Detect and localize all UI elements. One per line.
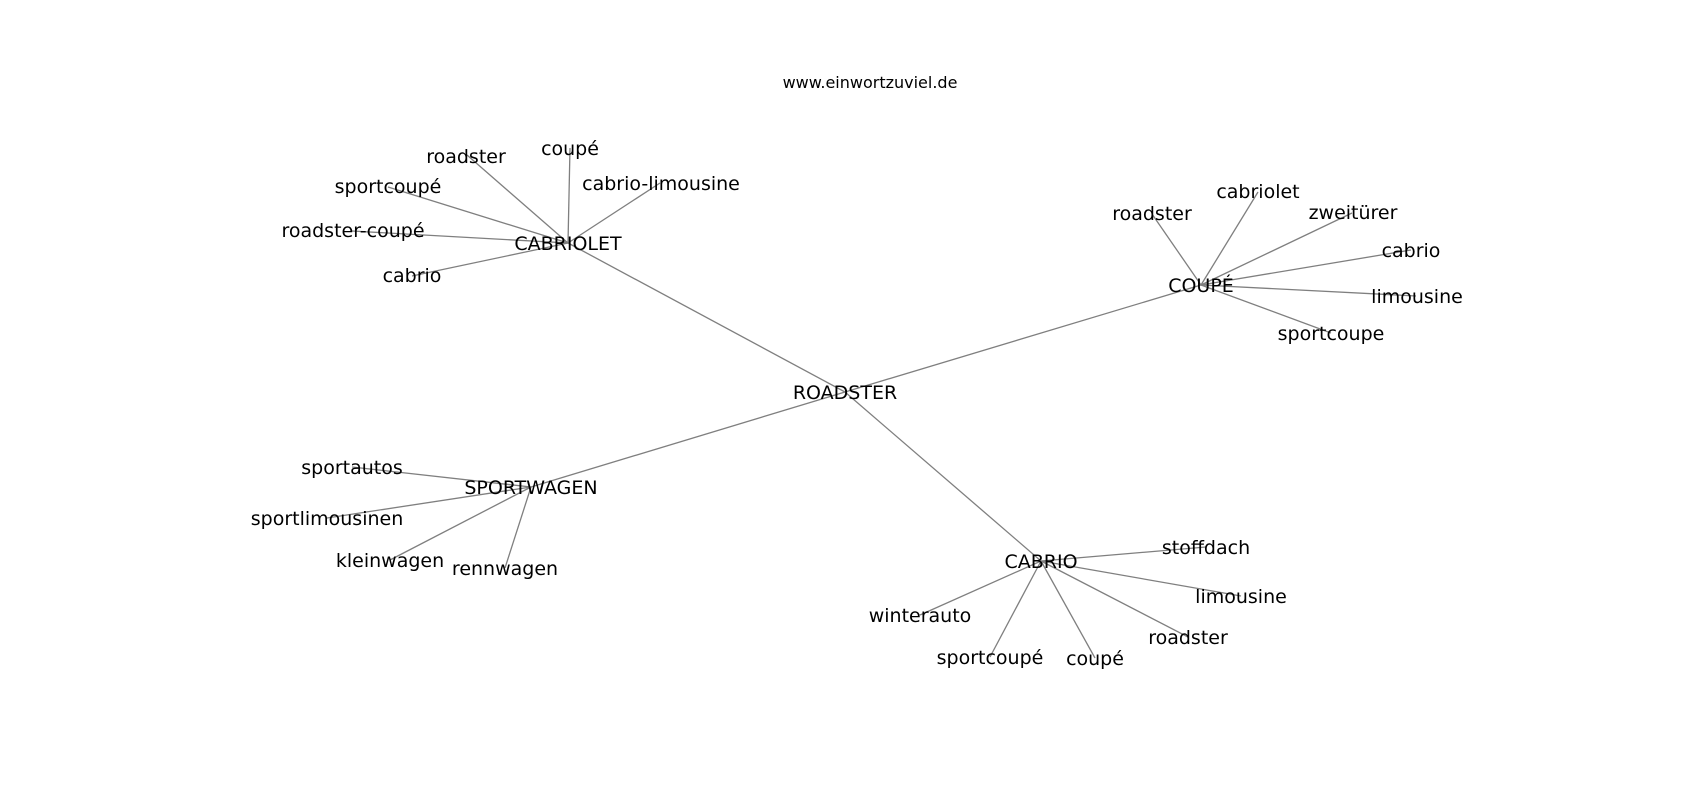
leaf-node-cabriolet-cabrio-limousine: cabrio-limousine (582, 173, 740, 195)
edge-center-sportwagen (530, 391, 846, 488)
leaf-node-cabriolet-coupe: coupé (541, 138, 599, 160)
leaf-node-cabrio-stoffdach: stoffdach (1162, 537, 1250, 559)
leaf-node-cabriolet-roadster: roadster (426, 146, 506, 168)
edge-cabriolet-roadster-coupe (351, 230, 569, 244)
leaf-node-sportwagen-kleinwagen: kleinwagen (336, 550, 444, 572)
edge-coupe-roadster (1151, 213, 1202, 286)
edge-coupe-zweiturer (1200, 212, 1353, 286)
edge-cabriolet-sportcoupe (387, 186, 569, 244)
leaf-node-cabrio-sportcoupe: sportcoupé (937, 647, 1044, 669)
edge-cabriolet-coupe (567, 147, 571, 244)
leaf-node-coupe-cabrio: cabrio (1382, 240, 1441, 262)
website-label: www.einwortzuviel.de (783, 73, 958, 92)
edge-cabriolet-cabrio-limousine (567, 182, 661, 244)
edges-layer (326, 147, 1417, 659)
hub-node-cabrio: CABRIO (1004, 551, 1077, 573)
edge-sportwagen-kleinwagen (389, 486, 532, 561)
hub-node-cabriolet: CABRIOLET (514, 233, 622, 255)
hub-node-sportwagen: SPORTWAGEN (464, 477, 597, 499)
leaf-node-cabrio-winterauto: winterauto (869, 605, 972, 627)
leaf-node-coupe-sportcoupe: sportcoupe (1278, 323, 1385, 345)
edge-cabrio-stoffdach (1040, 546, 1207, 562)
leaf-node-coupe-limousine: limousine (1371, 286, 1463, 308)
edge-cabrio-limousine (1040, 560, 1242, 597)
labels-layer: ROADSTER CABRIOLET coupé roadster cabrio-lim… (251, 138, 1463, 670)
leaf-node-sportwagen-rennwagen: rennwagen (452, 558, 558, 580)
leaf-node-cabriolet-roadster-coupe: roadster-coupé (281, 220, 424, 242)
center-node-label: ROADSTER (793, 382, 897, 404)
edge-cabrio-roadster (1040, 560, 1189, 638)
edge-sportwagen-sportautos (351, 466, 532, 488)
leaf-node-cabriolet-cabrio: cabrio (383, 265, 442, 287)
edge-coupe-sportcoupe (1200, 284, 1332, 334)
edge-cabriolet-cabrio (411, 242, 569, 277)
edge-coupe-cabriolet (1200, 191, 1259, 286)
leaf-node-cabrio-roadster: roadster (1148, 627, 1228, 649)
edge-cabrio-coupe (1040, 560, 1096, 659)
leaf-node-cabrio-coupe: coupé (1066, 648, 1124, 670)
leaf-node-sportwagen-sportlimousinen: sportlimousinen (251, 508, 404, 530)
edge-coupe-cabrio (1200, 249, 1412, 286)
edge-center-cabriolet (567, 242, 846, 393)
edge-cabrio-sportcoupe (989, 560, 1042, 658)
edge-center-cabrio (844, 391, 1042, 562)
edge-center-coupe (844, 284, 1202, 393)
edge-sportwagen-sportlimousinen (326, 486, 532, 519)
edge-cabrio-winterauto (919, 560, 1042, 616)
edge-sportwagen-rennwagen (504, 486, 532, 569)
hub-node-coupe: COUPÉ (1168, 274, 1234, 297)
leaf-node-cabrio-limousine: limousine (1195, 586, 1287, 608)
leaf-node-coupe-zweiturer: zweitürer (1309, 202, 1398, 224)
leaf-node-coupe-cabriolet: cabriolet (1216, 181, 1299, 203)
edge-cabriolet-roadster (466, 154, 569, 244)
edge-coupe-limousine (1200, 284, 1417, 297)
leaf-node-coupe-roadster: roadster (1112, 203, 1192, 225)
leaf-node-cabriolet-sportcoupe: sportcoupé (335, 176, 442, 198)
leaf-node-sportwagen-sportautos: sportautos (301, 457, 403, 479)
